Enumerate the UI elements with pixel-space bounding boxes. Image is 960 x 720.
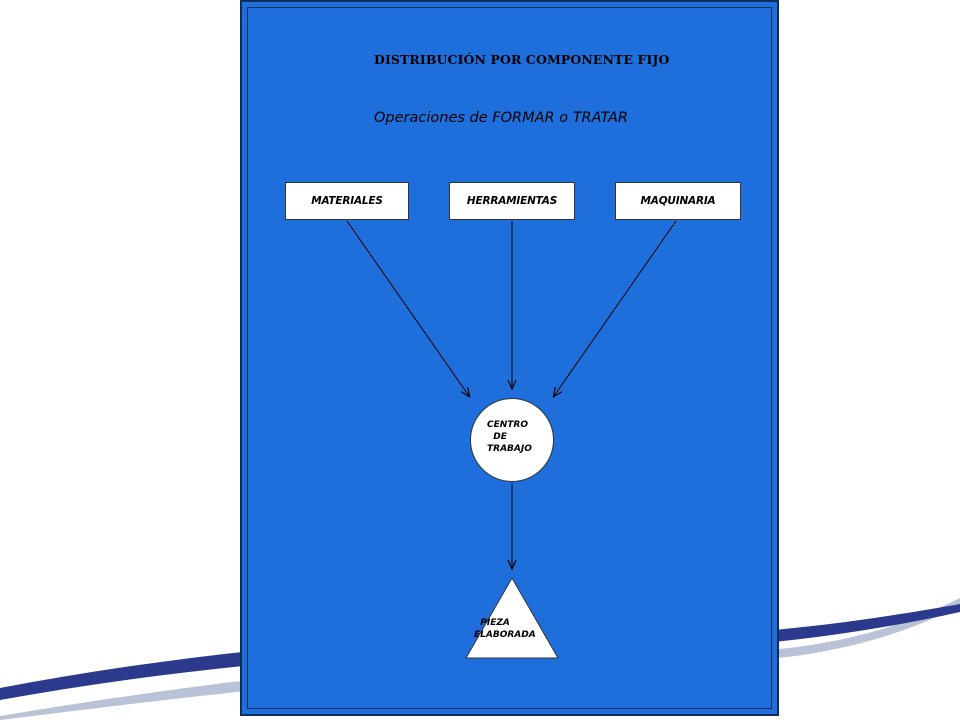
input-label-herramientas: HERRAMIENTAS <box>466 195 558 207</box>
input-box-herramientas: HERRAMIENTAS <box>449 182 575 220</box>
output-label: PIEZA ELABORADA <box>474 618 536 640</box>
flow-arrows <box>346 220 677 659</box>
arrow-maquinaria-to-centro <box>554 220 677 396</box>
input-label-maquinaria: MAQUINARIA <box>640 195 716 207</box>
slide-inner-border <box>247 7 772 709</box>
arrow-materiales-to-centro <box>346 220 469 396</box>
input-box-maquinaria: MAQUINARIA <box>615 182 741 220</box>
input-label-materiales: MATERIALES <box>311 195 383 207</box>
slide-subtitle: Operaciones de FORMAR o TRATAR <box>374 110 629 126</box>
work-center-label: CENTRO DE TRABAJO <box>487 420 532 454</box>
input-box-materiales: MATERIALES <box>285 182 409 220</box>
diagram-slide: DISTRIBUCIÓN POR COMPONENTE FIJO Operaci… <box>240 0 779 716</box>
slide-title: DISTRIBUCIÓN POR COMPONENTE FIJO <box>374 52 670 67</box>
work-center-circle-node: CENTRO DE TRABAJO <box>470 398 554 482</box>
output-triangle-node <box>465 576 559 659</box>
